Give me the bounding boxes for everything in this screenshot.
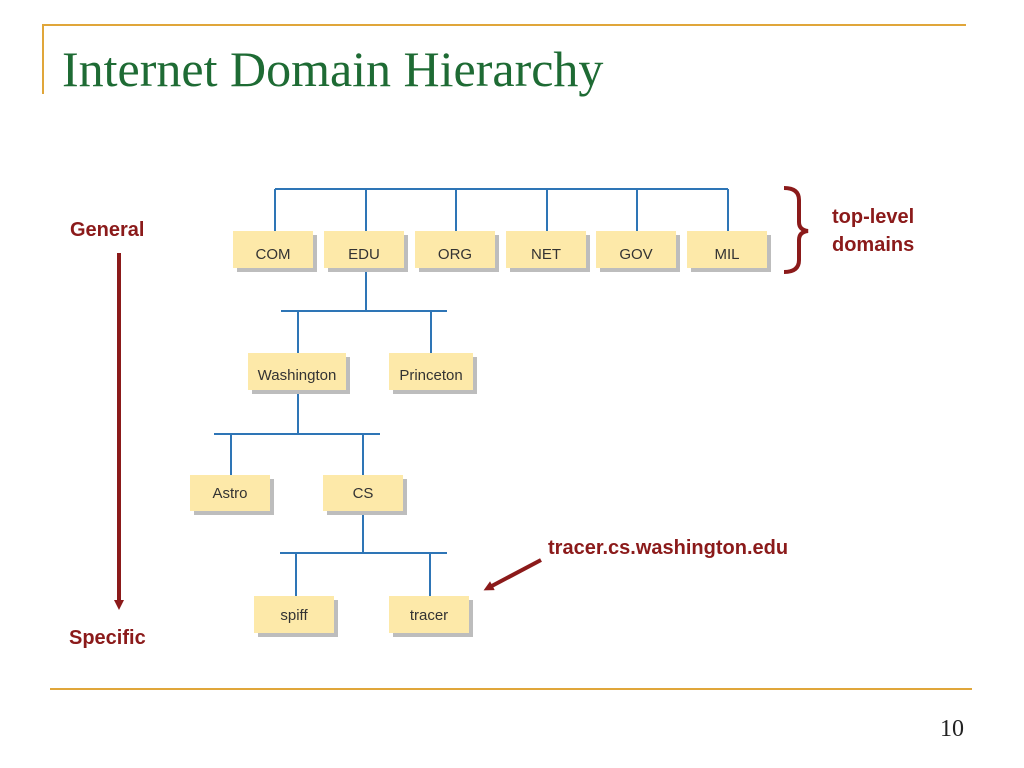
top-level-domains-label: top-level domains <box>832 203 914 259</box>
top-level-brace <box>783 186 809 274</box>
node-label: ORG <box>438 246 472 263</box>
node-label: Princeton <box>399 367 462 384</box>
node-cs: CS <box>323 475 407 515</box>
node-label: tracer <box>410 607 448 624</box>
specific-label: Specific <box>69 627 146 649</box>
general-label: General <box>70 219 145 241</box>
tree-connectors <box>214 188 729 596</box>
node-label: GOV <box>619 246 652 263</box>
node-tracer: tracer <box>389 596 473 637</box>
node-washington: Washington <box>248 353 350 394</box>
node-princeton: Princeton <box>389 353 477 394</box>
node-astro: Astro <box>190 475 274 515</box>
node-label: EDU <box>348 246 380 263</box>
node-label: COM <box>256 246 291 263</box>
footer-line <box>50 688 972 690</box>
node-com: COM <box>233 231 317 272</box>
node-mil: MIL <box>687 231 771 272</box>
top-border-line <box>42 24 966 26</box>
annotation-arrow <box>483 558 542 591</box>
page-number: 10 <box>940 716 964 742</box>
node-label: CS <box>353 485 374 502</box>
node-label: spiff <box>280 607 308 624</box>
node-spiff: spiff <box>254 596 338 637</box>
node-label: Astro <box>212 485 247 502</box>
left-border-line <box>42 24 44 94</box>
node-gov: GOV <box>596 231 680 272</box>
slide-title: Internet Domain Hierarchy <box>62 41 604 97</box>
node-edu: EDU <box>324 231 408 272</box>
node-org: ORG <box>415 231 499 272</box>
node-label: MIL <box>714 246 739 263</box>
node-label: NET <box>531 246 561 263</box>
node-net: NET <box>506 231 590 272</box>
top-level-label-line1: top-level <box>832 206 915 228</box>
example-host-label: tracer.cs.washington.edu <box>548 537 789 559</box>
node-label: Washington <box>258 367 337 384</box>
top-level-label-line2: domains <box>832 234 915 256</box>
